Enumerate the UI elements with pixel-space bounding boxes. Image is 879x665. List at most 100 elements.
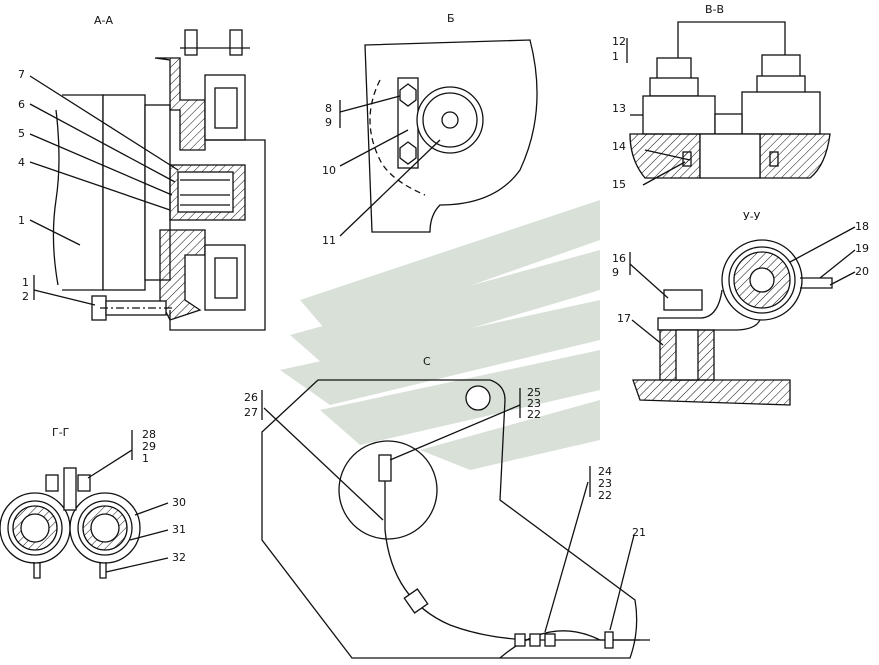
seal-right bbox=[769, 151, 779, 167]
cable-left-core bbox=[20, 513, 50, 543]
wheel-outer bbox=[416, 86, 484, 154]
callout-9: 9 bbox=[325, 116, 332, 129]
callout-31: 31 bbox=[172, 523, 186, 536]
central-pin bbox=[177, 171, 234, 213]
callout-28: 28 bbox=[142, 428, 156, 441]
callout-2: 2 bbox=[22, 290, 29, 303]
view-c: С 26 27 25 23 22 24 23 22 21 bbox=[244, 355, 650, 659]
cable-core bbox=[749, 267, 775, 293]
bracket-plate bbox=[364, 39, 538, 233]
view-b: Б 8 9 10 11 bbox=[322, 12, 538, 247]
view-vv-title: В-В bbox=[705, 3, 724, 16]
detail-circle bbox=[338, 440, 438, 540]
callout-23-upper: 23 bbox=[527, 397, 541, 410]
callout-19: 19 bbox=[855, 242, 869, 255]
tab-left bbox=[33, 562, 41, 579]
base-plate-uu bbox=[632, 379, 791, 406]
cable-right-core bbox=[90, 513, 120, 543]
callout-5: 5 bbox=[18, 127, 25, 140]
hose-fitting-a bbox=[514, 633, 526, 647]
callout-29: 29 bbox=[142, 440, 156, 453]
callout-15: 15 bbox=[612, 178, 626, 191]
center-strap bbox=[63, 467, 77, 511]
housing-upper-section bbox=[154, 57, 206, 151]
callout-1-shaft: 1 bbox=[18, 214, 25, 227]
callout-26: 26 bbox=[244, 391, 258, 404]
callout-13: 13 bbox=[612, 102, 626, 115]
terminal-left-top bbox=[656, 57, 692, 81]
bolt-head-lower bbox=[399, 141, 417, 165]
callout-8: 8 bbox=[325, 102, 332, 115]
terminal-right-mid bbox=[756, 75, 806, 95]
mounting-hole bbox=[465, 385, 491, 411]
top-bolt-right bbox=[229, 29, 243, 56]
block-left bbox=[642, 95, 716, 135]
hose-fitting-c bbox=[544, 633, 556, 647]
clamp-strap-uu bbox=[657, 289, 761, 331]
view-b-title: Б bbox=[447, 12, 455, 25]
callout-1-bolt: 1 bbox=[22, 276, 29, 289]
view-gg-title: Г-Г bbox=[52, 426, 70, 439]
callout-18: 18 bbox=[855, 220, 869, 233]
callout-22-lower: 22 bbox=[598, 489, 612, 502]
terminal-left-mid bbox=[649, 77, 699, 97]
callout-22-upper: 22 bbox=[527, 408, 541, 421]
callout-7: 7 bbox=[18, 68, 25, 81]
tab-right bbox=[99, 562, 107, 579]
hose-connector bbox=[604, 631, 614, 649]
base-right-section bbox=[759, 133, 831, 179]
detail-arc bbox=[499, 630, 640, 659]
hose-line bbox=[384, 460, 650, 641]
view-aa: А-А 7 6 bbox=[18, 14, 266, 331]
block-right bbox=[741, 91, 821, 135]
shaft-break-line bbox=[52, 109, 60, 286]
hose-fitting-upper bbox=[378, 454, 392, 482]
hidden-outline bbox=[369, 79, 426, 196]
base-left-section bbox=[629, 133, 701, 179]
callout-20: 20 bbox=[855, 265, 869, 278]
bolt-shank-uu bbox=[675, 329, 699, 381]
view-c-title: С bbox=[423, 355, 431, 368]
callout-23-lower: 23 bbox=[598, 477, 612, 490]
view-aa-title: А-А bbox=[94, 14, 113, 27]
callout-9-uu: 9 bbox=[612, 266, 619, 279]
bolt-right-gg bbox=[77, 474, 91, 492]
callout-10: 10 bbox=[322, 164, 336, 177]
callout-21: 21 bbox=[632, 526, 646, 539]
callout-4: 4 bbox=[18, 156, 25, 169]
mounting-plate bbox=[261, 379, 638, 659]
wire-loop bbox=[677, 21, 786, 62]
bolt-head-uu bbox=[663, 289, 703, 311]
callout-17: 17 bbox=[617, 312, 631, 325]
shaft-flange bbox=[102, 94, 146, 291]
bolt-left-gg bbox=[45, 474, 59, 492]
view-gg: Г-Г 28 29 1 30 31 32 bbox=[0, 426, 186, 579]
callout-32: 32 bbox=[172, 551, 186, 564]
housing-outline bbox=[169, 139, 266, 331]
upper-bearing-roller bbox=[214, 87, 238, 129]
terminal-right-top bbox=[761, 54, 801, 78]
view-vv: В-В 12 1 13 14 15 bbox=[612, 3, 831, 191]
hose-clamp bbox=[403, 588, 429, 614]
callout-1-gg: 1 bbox=[142, 452, 149, 465]
view-uu: У-У 16 9 17 18 19 20 bbox=[612, 210, 869, 406]
callout-12: 12 bbox=[612, 35, 626, 48]
callout-6: 6 bbox=[18, 98, 25, 111]
clamp-tab bbox=[800, 277, 833, 289]
callout-24: 24 bbox=[598, 465, 612, 478]
bolt-head-upper bbox=[399, 83, 417, 107]
callout-11: 11 bbox=[322, 234, 336, 247]
lower-bearing-roller bbox=[214, 257, 238, 299]
callout-16: 16 bbox=[612, 252, 626, 265]
watermark-logo bbox=[280, 200, 600, 470]
housing-lower-section bbox=[159, 229, 206, 321]
bridge bbox=[714, 113, 743, 135]
callout-30: 30 bbox=[172, 496, 186, 509]
top-bolt-left bbox=[184, 29, 198, 56]
callout-1-vv: 1 bbox=[612, 50, 619, 63]
view-uu-title: У-У bbox=[743, 210, 761, 223]
callout-14: 14 bbox=[612, 140, 626, 153]
base-gap bbox=[699, 133, 761, 179]
